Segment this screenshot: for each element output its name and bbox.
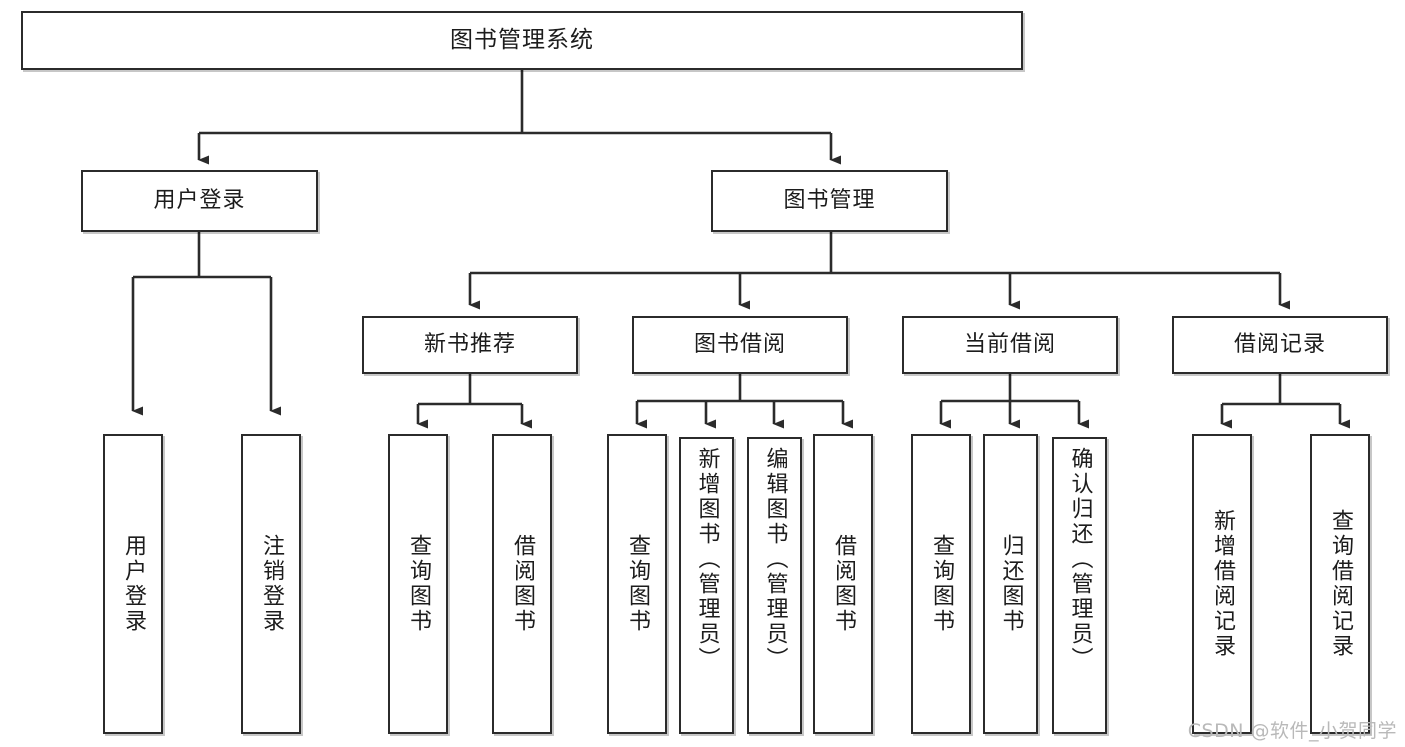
node-leaf-confirm-return[interactable]: 确认归还（管理员） bbox=[1052, 437, 1107, 734]
node-leaf-edit-book[interactable]: 编辑图书（管理员） bbox=[747, 437, 802, 734]
node-book-manage[interactable]: 图书管理 bbox=[711, 170, 948, 232]
node-leaf-borrow-book-2-label: 借阅图书 bbox=[831, 534, 856, 634]
node-leaf-query-book-2-label: 查询图书 bbox=[625, 534, 650, 634]
node-leaf-user-logout-label: 注销登录 bbox=[259, 534, 284, 634]
node-leaf-borrow-book-1-label: 借阅图书 bbox=[510, 534, 535, 634]
node-root[interactable]: 图书管理系统 bbox=[21, 11, 1023, 70]
node-leaf-confirm-return-label: 确认归还（管理员） bbox=[1067, 447, 1093, 672]
node-leaf-query-book-1-label: 查询图书 bbox=[406, 534, 431, 634]
node-leaf-user-login-label: 用户登录 bbox=[121, 534, 146, 634]
node-leaf-edit-book-label: 编辑图书（管理员） bbox=[762, 447, 788, 672]
node-leaf-user-login[interactable]: 用户登录 bbox=[103, 434, 163, 734]
node-leaf-query-book-1[interactable]: 查询图书 bbox=[388, 434, 448, 734]
node-user-login[interactable]: 用户登录 bbox=[81, 170, 318, 232]
node-leaf-borrow-book-1[interactable]: 借阅图书 bbox=[492, 434, 552, 734]
node-leaf-return-book-label: 归还图书 bbox=[998, 534, 1024, 634]
node-new-book-rec[interactable]: 新书推荐 bbox=[362, 316, 578, 374]
node-current-borrow-label: 当前借阅 bbox=[963, 331, 1056, 357]
node-leaf-borrow-book-2[interactable]: 借阅图书 bbox=[813, 434, 873, 734]
node-new-book-rec-label: 新书推荐 bbox=[423, 331, 516, 357]
node-leaf-user-logout[interactable]: 注销登录 bbox=[241, 434, 301, 734]
node-leaf-query-book-3[interactable]: 查询图书 bbox=[911, 434, 971, 734]
node-user-login-label: 用户登录 bbox=[153, 187, 246, 213]
node-root-label: 图书管理系统 bbox=[450, 27, 594, 54]
node-leaf-query-book-2[interactable]: 查询图书 bbox=[607, 434, 667, 734]
csdn-watermark: CSDN @软件_小贺同学 bbox=[1187, 720, 1397, 742]
node-book-borrow[interactable]: 图书借阅 bbox=[632, 316, 848, 374]
node-leaf-add-record[interactable]: 新增借阅记录 bbox=[1192, 434, 1252, 734]
node-current-borrow[interactable]: 当前借阅 bbox=[902, 316, 1118, 374]
node-book-borrow-label: 图书借阅 bbox=[693, 331, 786, 357]
node-leaf-return-book[interactable]: 归还图书 bbox=[983, 434, 1038, 734]
node-book-manage-label: 图书管理 bbox=[783, 187, 876, 213]
node-leaf-query-book-3-label: 查询图书 bbox=[929, 534, 954, 634]
node-borrow-record-label: 借阅记录 bbox=[1233, 331, 1326, 357]
node-borrow-record[interactable]: 借阅记录 bbox=[1172, 316, 1388, 374]
node-leaf-query-record-label: 查询借阅记录 bbox=[1328, 509, 1353, 659]
node-leaf-query-record[interactable]: 查询借阅记录 bbox=[1310, 434, 1370, 734]
node-leaf-add-book-label: 新增图书（管理员） bbox=[694, 447, 720, 672]
node-leaf-add-record-label: 新增借阅记录 bbox=[1210, 509, 1235, 659]
node-leaf-add-book[interactable]: 新增图书（管理员） bbox=[679, 437, 734, 734]
